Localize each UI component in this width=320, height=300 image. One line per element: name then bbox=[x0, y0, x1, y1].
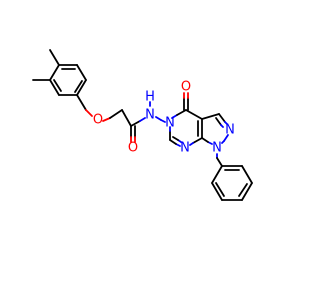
bond bbox=[215, 117, 222, 126]
bond bbox=[76, 94, 87, 111]
bond bbox=[238, 183, 248, 197]
ether-oxygen-label: O bbox=[93, 113, 103, 128]
bond bbox=[109, 109, 123, 119]
bond bbox=[53, 79, 62, 92]
bond bbox=[169, 139, 177, 145]
molecule-diagram: O O N H O N N N N bbox=[32, 49, 253, 201]
bond bbox=[160, 119, 166, 123]
bond bbox=[220, 124, 224, 128]
pyrazole-ring bbox=[201, 113, 229, 145]
bond bbox=[241, 182, 253, 201]
bond bbox=[215, 182, 225, 197]
bond bbox=[211, 182, 223, 201]
bond bbox=[155, 116, 162, 121]
p-tolyl-ring bbox=[211, 165, 253, 201]
bond bbox=[192, 137, 203, 144]
amide-hydrogen-label: H bbox=[145, 90, 155, 105]
bond bbox=[223, 134, 229, 142]
bond bbox=[76, 64, 87, 81]
bond bbox=[185, 109, 203, 120]
bond bbox=[224, 121, 228, 125]
bond bbox=[176, 109, 187, 116]
amide-nitrogen-label: N bbox=[145, 108, 155, 123]
bond bbox=[241, 165, 253, 184]
bond bbox=[189, 142, 194, 146]
pyrimidinone-ring bbox=[169, 92, 203, 147]
bond bbox=[49, 64, 60, 81]
bond bbox=[49, 79, 60, 96]
bond bbox=[76, 79, 87, 96]
n5-label: N bbox=[165, 116, 175, 131]
ring-carbonyl-oxygen-label: O bbox=[181, 80, 191, 95]
structure-drawing: O O N H O N N N N bbox=[32, 49, 253, 201]
bond bbox=[74, 80, 83, 93]
bond bbox=[221, 140, 225, 144]
methyl-bond bbox=[49, 49, 60, 66]
bond bbox=[85, 109, 93, 117]
n2-label: N bbox=[225, 123, 235, 138]
bond bbox=[121, 109, 132, 127]
m-tolyl-ring bbox=[32, 64, 87, 96]
bond bbox=[130, 120, 141, 127]
n7-label: N bbox=[180, 141, 190, 156]
bond bbox=[171, 114, 178, 119]
bond bbox=[172, 136, 179, 141]
n1-label: N bbox=[212, 141, 222, 156]
bond bbox=[218, 113, 226, 123]
bond bbox=[211, 165, 223, 184]
atom-labels: O O N H O N N N N bbox=[93, 80, 235, 156]
bond bbox=[201, 137, 209, 143]
bond bbox=[139, 117, 146, 122]
carbonyl-oxygen-label: O bbox=[128, 141, 138, 156]
bond bbox=[216, 157, 223, 167]
bond bbox=[102, 117, 111, 122]
bond bbox=[201, 113, 220, 120]
